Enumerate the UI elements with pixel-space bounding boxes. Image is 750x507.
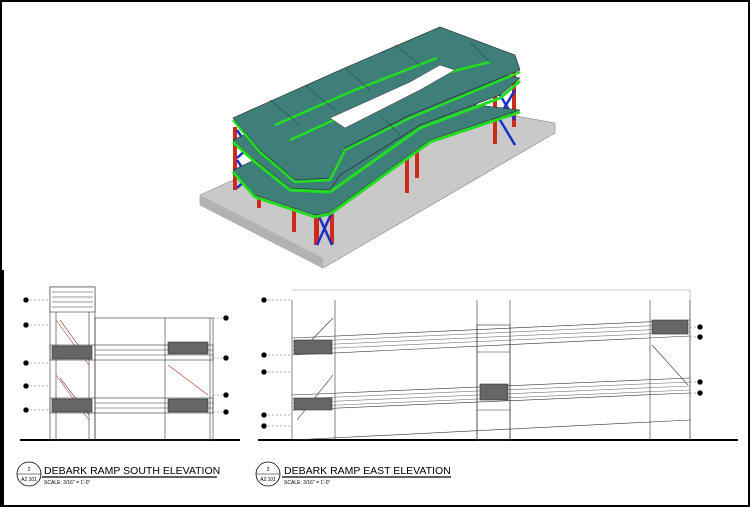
south-bubble-number: 2 — [28, 467, 31, 473]
south-brace — [167, 364, 209, 396]
east-bubble-number: 3 — [267, 467, 270, 473]
sheet-edge — [0, 270, 4, 507]
east-title-block: 3 A2.101 DEBARK RAMP EAST ELEVATION SCAL… — [255, 461, 451, 487]
east-mid-bay — [476, 324, 511, 441]
east-level-markers — [261, 297, 703, 429]
south-roof-louvers — [52, 291, 93, 308]
south-elevation — [20, 286, 240, 441]
south-level-leaders — [30, 299, 222, 413]
south-roof-screen — [49, 286, 96, 313]
east-view-title: DEBARK RAMP EAST ELEVATION — [284, 465, 451, 477]
south-dark-panels — [51, 341, 209, 413]
east-view-scale: SCALE: 3/16" = 1'-0" — [284, 480, 331, 486]
ground-slab-edge — [200, 195, 323, 268]
south-bubble-sheet: A2.101 — [21, 477, 37, 483]
south-title-block: 2 A2.101 DEBARK RAMP SOUTH ELEVATION SCA… — [16, 461, 220, 487]
east-level-leaders — [268, 299, 697, 427]
top-deck — [232, 26, 521, 184]
south-view-title: DEBARK RAMP SOUTH ELEVATION — [44, 465, 220, 477]
south-view-scale: SCALE: 3/16" = 1'-0" — [44, 480, 91, 486]
south-ramp-frame — [94, 317, 214, 441]
east-elevation — [258, 289, 738, 441]
south-level-rails — [49, 344, 214, 414]
isometric-view — [199, 26, 556, 269]
east-dark-panels — [293, 319, 689, 411]
east-bubble-sheet: A2.101 — [260, 477, 276, 483]
south-level-markers — [23, 297, 229, 415]
